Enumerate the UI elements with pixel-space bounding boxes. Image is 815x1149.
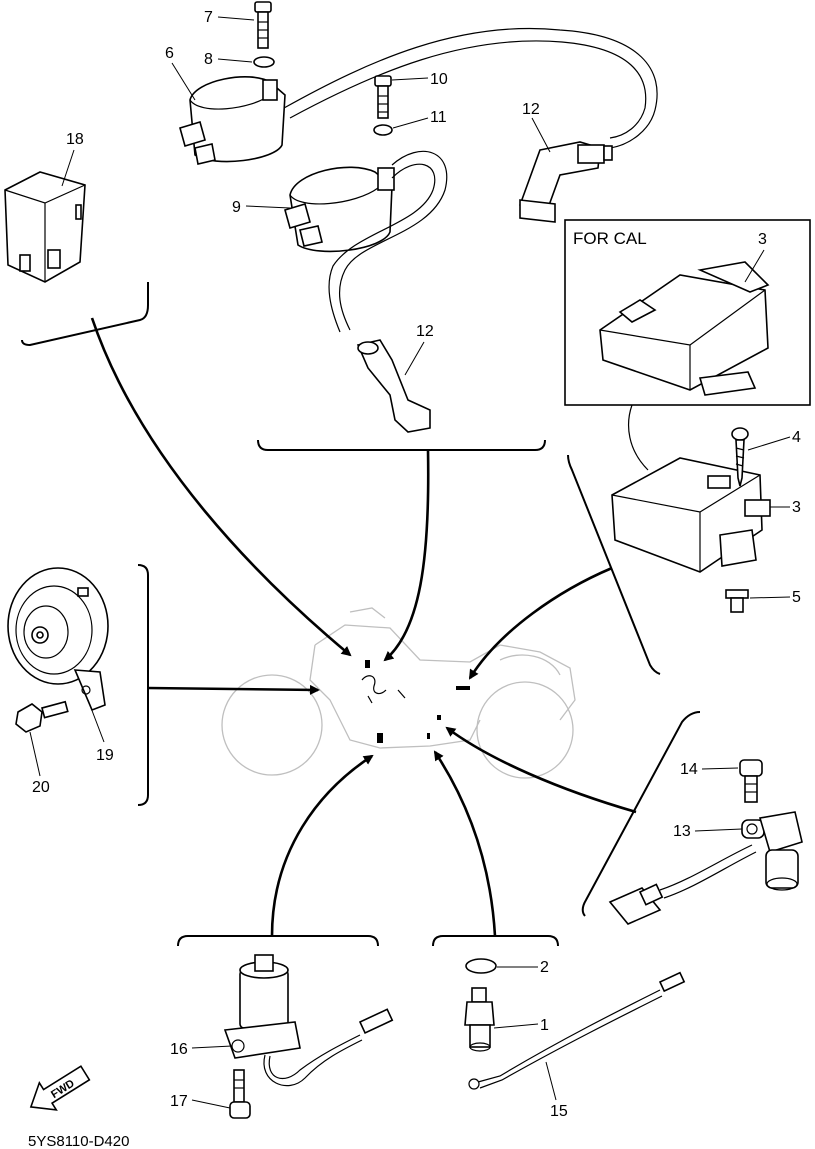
svg-text:14: 14 — [680, 761, 698, 778]
svg-text:17: 17 — [170, 1093, 188, 1110]
svg-text:3: 3 — [792, 499, 801, 516]
svg-text:2: 2 — [540, 959, 549, 976]
ignition-coil-lower — [284, 150, 448, 333]
label-15: 15 — [545, 1061, 568, 1120]
svg-text:16: 16 — [170, 1041, 188, 1058]
svg-text:20: 20 — [32, 779, 50, 796]
label-18: 18 — [61, 131, 84, 187]
leader-igniter — [468, 566, 613, 680]
igniter-unit-cal — [599, 261, 770, 396]
label-3-inset: 3 — [744, 231, 767, 283]
bolt-17 — [229, 1069, 251, 1119]
svg-text:12: 12 — [416, 323, 434, 340]
relay-part — [4, 171, 86, 283]
leader-relay — [90, 317, 352, 657]
svg-text:13: 13 — [673, 823, 691, 840]
spark-plug-cap-right — [519, 141, 613, 223]
motorcycle-silhouette — [221, 607, 576, 779]
label-2: 2 — [497, 959, 549, 976]
forward-arrow: FWD — [29, 1065, 91, 1111]
label-12-right: 12 — [522, 101, 551, 153]
screw-4 — [731, 427, 749, 487]
label-9: 9 — [232, 199, 291, 216]
bolt-7 — [254, 1, 272, 49]
bracket-sidestand-switch — [177, 935, 379, 947]
label-1: 1 — [493, 1017, 549, 1034]
label-8: 8 — [204, 51, 253, 68]
label-4: 4 — [747, 429, 801, 451]
svg-text:5: 5 — [792, 589, 801, 606]
ignition-coil-upper — [179, 27, 658, 165]
speed-sensor — [608, 811, 803, 925]
leader-speed-sensor — [445, 726, 637, 814]
svg-text:8: 8 — [204, 51, 213, 68]
bolt-10 — [374, 75, 392, 119]
bracket-horn — [137, 564, 149, 806]
label-12-left: 12 — [404, 323, 434, 376]
svg-text:3: 3 — [758, 231, 767, 248]
bolt-14 — [739, 759, 763, 803]
bracket-neutral-switch — [432, 935, 559, 947]
svg-text:6: 6 — [165, 45, 174, 62]
reference-code: 5YS8110-D420 — [28, 1133, 129, 1149]
washer-8 — [253, 56, 275, 68]
svg-text:11: 11 — [430, 109, 447, 126]
label-11: 11 — [392, 109, 447, 129]
label-6: 6 — [165, 45, 196, 101]
label-3: 3 — [770, 499, 801, 516]
label-13: 13 — [673, 823, 743, 840]
sidestand-switch — [223, 954, 394, 1087]
svg-text:10: 10 — [430, 71, 448, 88]
label-16: 16 — [170, 1041, 233, 1058]
bolt-20 — [15, 700, 69, 733]
igniter-unit — [611, 457, 771, 573]
label-10: 10 — [391, 71, 448, 88]
spark-plug-cap-left — [356, 339, 431, 433]
svg-text:15: 15 — [550, 1103, 568, 1120]
bracket-ignition-coils — [257, 439, 546, 451]
label-7: 7 — [204, 9, 255, 26]
neutral-switch — [464, 987, 495, 1052]
washer-11 — [373, 124, 393, 136]
svg-text:18: 18 — [66, 131, 84, 148]
leader-horn — [147, 684, 320, 695]
leader-ignition-coils — [383, 449, 430, 662]
wire-lead — [468, 971, 686, 1090]
svg-text:1: 1 — [540, 1017, 549, 1034]
inset-pointer — [627, 404, 649, 471]
bracket-speed-sensor — [581, 711, 701, 917]
svg-text:7: 7 — [204, 9, 213, 26]
bracket-relay — [21, 282, 149, 347]
svg-text:12: 12 — [522, 101, 540, 118]
location-markers — [361, 660, 470, 743]
label-14: 14 — [680, 761, 739, 778]
cal-inset-title: FOR CAL — [573, 229, 647, 248]
svg-text:19: 19 — [96, 747, 114, 764]
svg-text:9: 9 — [232, 199, 241, 216]
label-17: 17 — [170, 1093, 231, 1110]
label-19: 19 — [87, 699, 114, 764]
leader-neutral-switch — [433, 750, 497, 937]
label-20: 20 — [29, 731, 50, 796]
nut-5 — [725, 589, 749, 613]
leader-sidestand-switch — [270, 754, 374, 937]
label-5: 5 — [749, 589, 801, 606]
horn — [7, 567, 109, 712]
washer-2 — [465, 958, 497, 974]
svg-text:4: 4 — [792, 429, 801, 446]
